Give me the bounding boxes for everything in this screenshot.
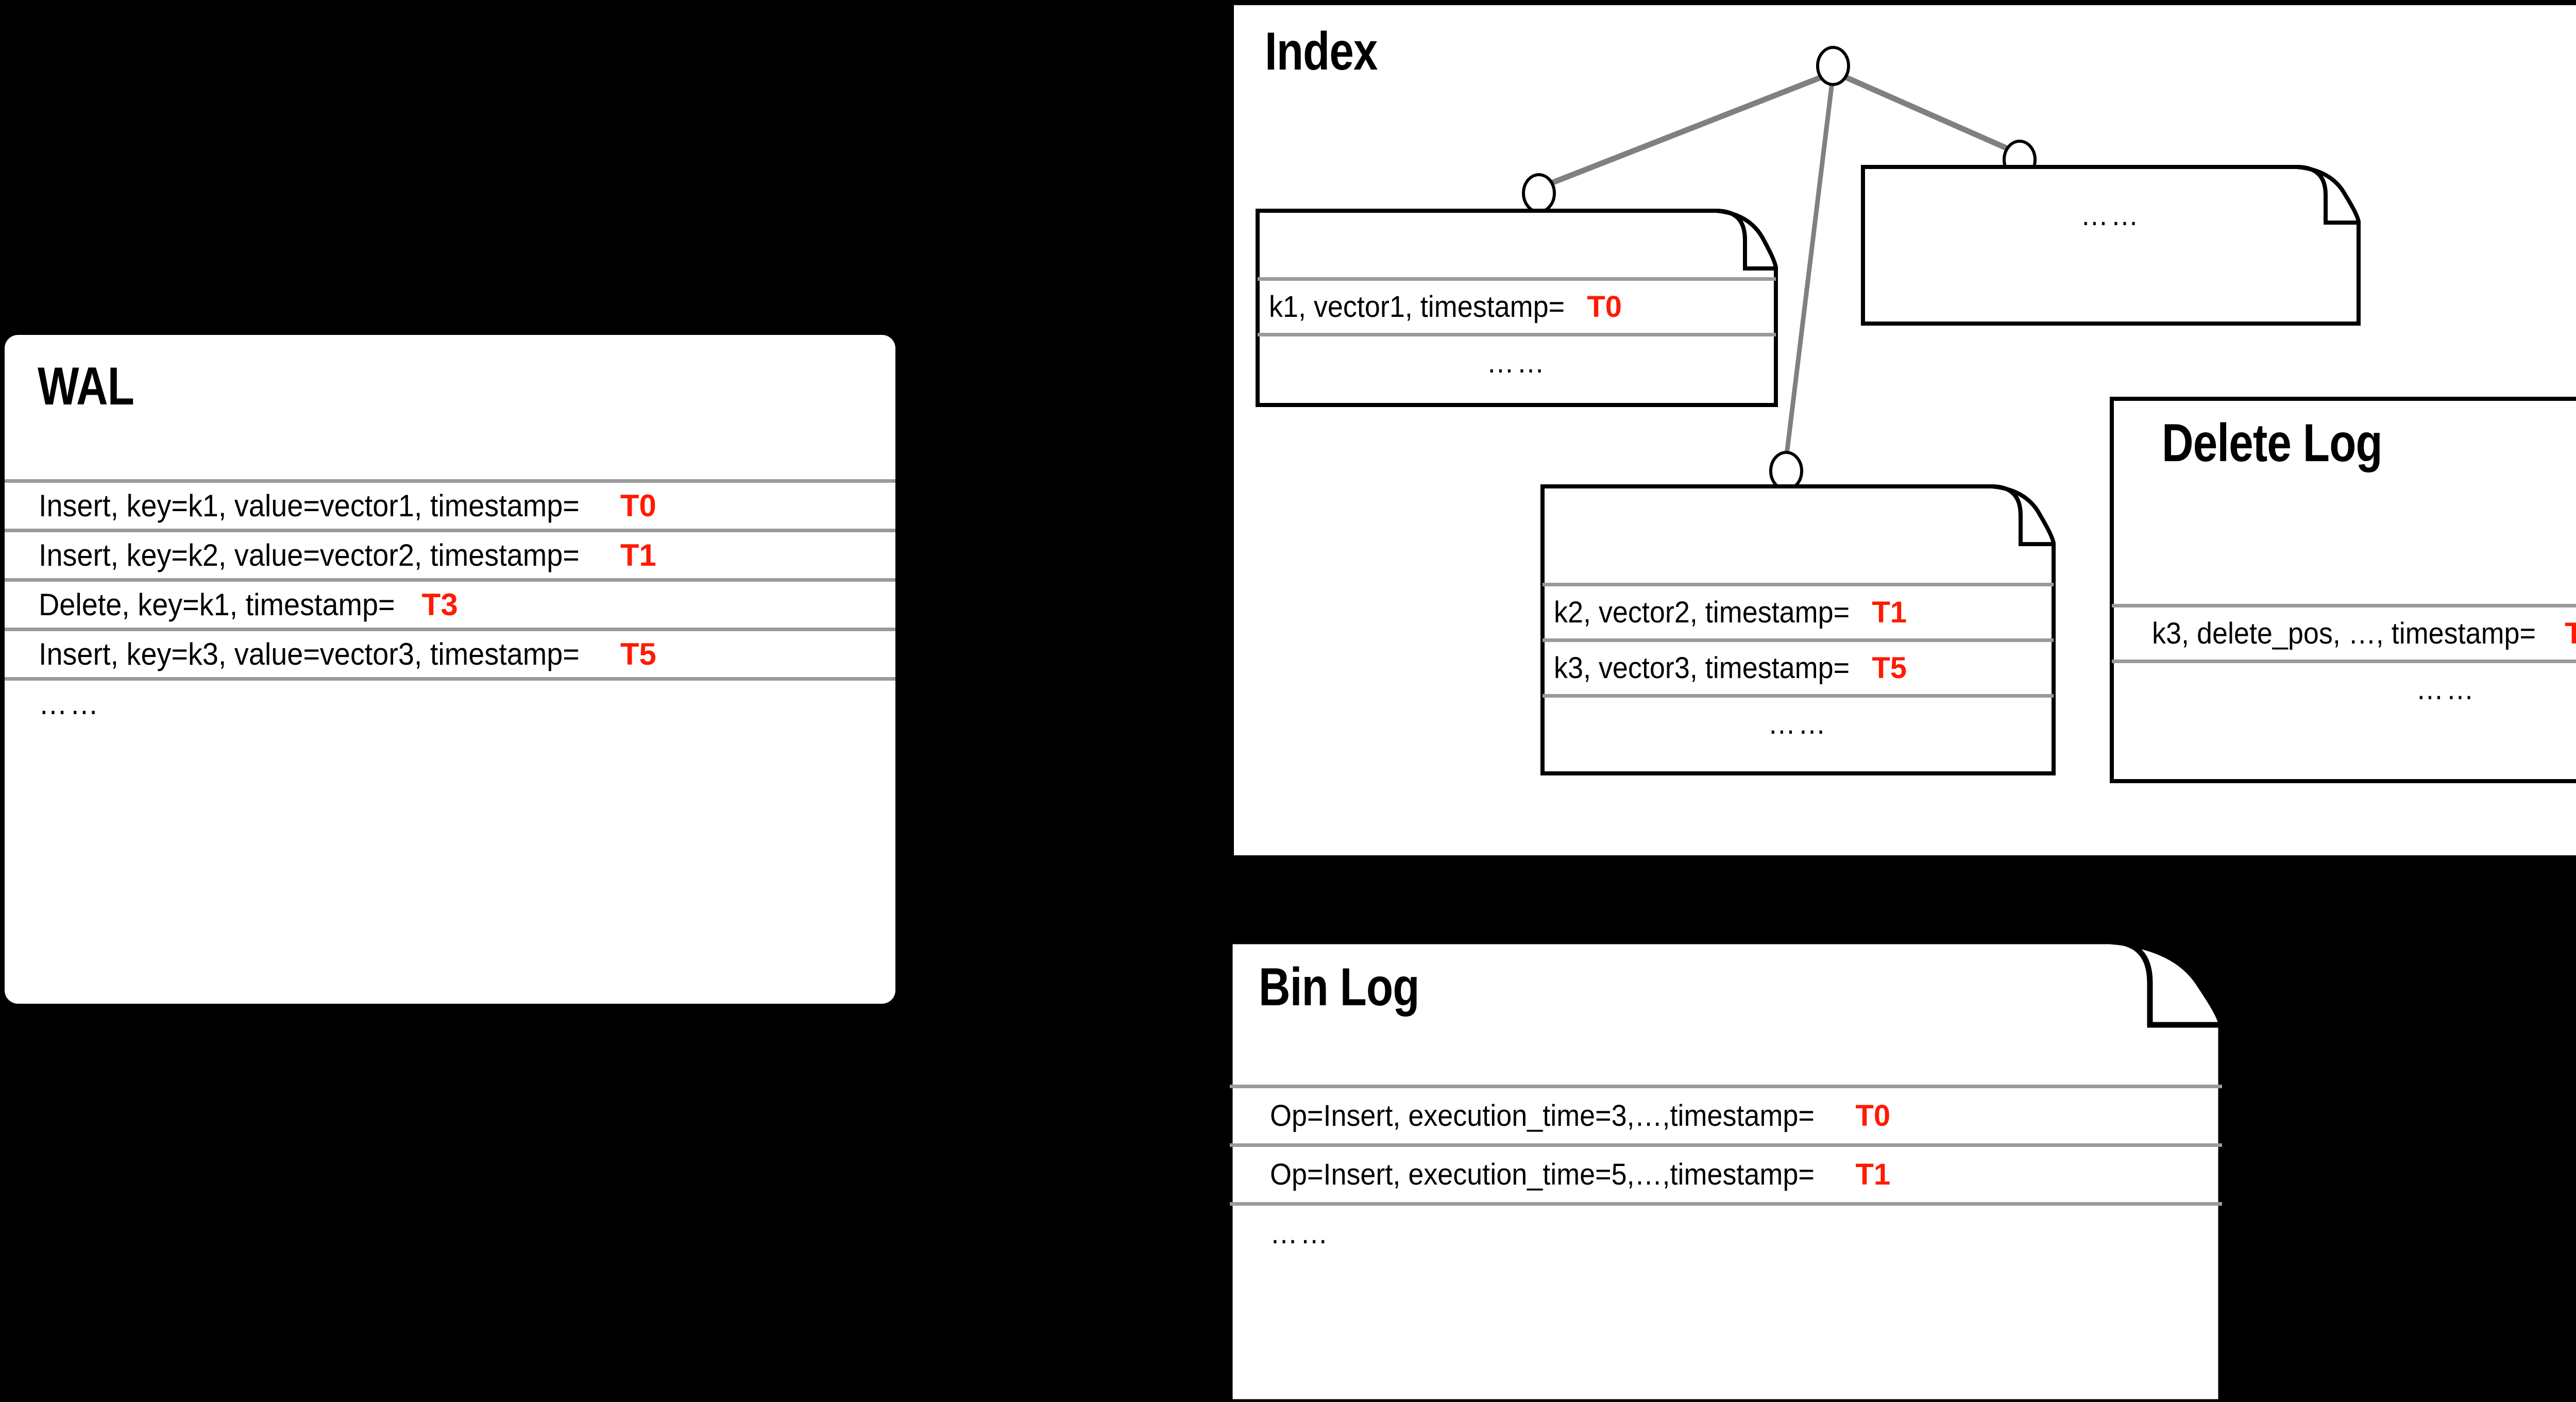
index-leaf-k1-rows: k1, vector1, timestamp= T0 …… bbox=[1258, 277, 1776, 388]
index-leaf-row: k3, vector3, timestamp= T5 bbox=[1543, 638, 2054, 694]
index-leaf-row-text: …… bbox=[1768, 707, 1828, 740]
wal-row: Insert, key=k1, value=vector1, timestamp… bbox=[5, 479, 895, 529]
index-leaf-row: …… bbox=[1863, 181, 2359, 248]
wal-row-timestamp: T3 bbox=[421, 587, 458, 622]
index-leaf-row-text: …… bbox=[1486, 346, 1547, 379]
delete-log-row: k3, delete_pos, …, timestamp= T3 bbox=[2112, 604, 2576, 660]
bin-log-row: Op=Insert, execution_time=3,…,timestamp=… bbox=[1230, 1085, 2222, 1143]
index-leaf-ellipsis-rows: …… bbox=[1863, 181, 2359, 248]
index-leaf-k1-shape bbox=[1256, 209, 1778, 407]
wal-title: WAL bbox=[38, 357, 134, 416]
delete-log-title: Delete Log bbox=[2162, 413, 2383, 473]
index-leaf-row-timestamp: T5 bbox=[1872, 651, 1907, 685]
index-leaf-row-text: …… bbox=[2080, 198, 2141, 232]
bin-log-row-text: Op=Insert, execution_time=5,…,timestamp= bbox=[1270, 1158, 1815, 1191]
bin-log-row-timestamp: T1 bbox=[1855, 1158, 1891, 1191]
index-leaf-row-timestamp: T1 bbox=[1872, 596, 1907, 629]
wal-row: Insert, key=k2, value=vector2, timestamp… bbox=[5, 529, 895, 578]
delete-log-row-timestamp: T3 bbox=[2565, 617, 2576, 650]
wal-row-timestamp: T0 bbox=[620, 488, 656, 523]
bin-log-row-text: …… bbox=[1270, 1217, 1331, 1250]
wal-row-text: …… bbox=[39, 686, 101, 721]
bin-log-row: Op=Insert, execution_time=5,…,timestamp=… bbox=[1230, 1143, 2222, 1202]
index-leaf-k2k3-rows: k2, vector2, timestamp= T1 k3, vector3, t… bbox=[1543, 583, 2054, 750]
wal-panel bbox=[5, 335, 895, 1004]
delete-log-row-text: …… bbox=[2415, 672, 2477, 706]
delete-log-row-text: k3, delete_pos, …, timestamp= bbox=[2152, 617, 2536, 650]
bin-log-row: …… bbox=[1230, 1202, 2222, 1261]
wal-row-timestamp: T5 bbox=[620, 637, 656, 671]
wal-row-text: Insert, key=k3, value=vector3, timestamp… bbox=[39, 637, 580, 671]
delete-log-rows: k3, delete_pos, …, timestamp= T3 …… bbox=[2112, 604, 2576, 715]
index-leaf-k2k3-shape bbox=[1540, 484, 2056, 775]
index-leaf-row: k1, vector1, timestamp= T0 bbox=[1258, 277, 1776, 333]
bin-log-rows: Op=Insert, execution_time=3,…,timestamp=… bbox=[1230, 1085, 2222, 1261]
index-leaf-row-text: k3, vector3, timestamp= bbox=[1554, 651, 1850, 685]
index-leaf-ellipsis-shape bbox=[1861, 165, 2361, 326]
wal-row-text: Insert, key=k2, value=vector2, timestamp… bbox=[39, 538, 580, 572]
bin-log-row-text: Op=Insert, execution_time=3,…,timestamp= bbox=[1270, 1099, 1815, 1133]
index-leaf-row-timestamp: T0 bbox=[1587, 290, 1622, 324]
wal-row-timestamp: T1 bbox=[620, 538, 656, 572]
delete-log-row: …… bbox=[2112, 660, 2576, 715]
wal-row-text: Insert, key=k1, value=vector1, timestamp… bbox=[39, 488, 580, 523]
delete-log-shape bbox=[2110, 397, 2576, 783]
bin-log-shape bbox=[1227, 938, 2225, 1402]
wal-row: Delete, key=k1, timestamp= T3 bbox=[5, 578, 895, 628]
index-leaf-row: k2, vector2, timestamp= T1 bbox=[1543, 583, 2054, 638]
wal-row-list: Insert, key=k1, value=vector1, timestamp… bbox=[5, 479, 895, 727]
bin-log-title: Bin Log bbox=[1259, 957, 1419, 1017]
index-leaf-row: …… bbox=[1543, 694, 2054, 750]
wal-row-text: Delete, key=k1, timestamp= bbox=[39, 587, 395, 622]
wal-row: Insert, key=k3, value=vector3, timestamp… bbox=[5, 628, 895, 677]
index-title: Index bbox=[1265, 22, 1378, 81]
index-leaf-row: …… bbox=[1258, 333, 1776, 388]
index-leaf-row-text: k2, vector2, timestamp= bbox=[1554, 596, 1850, 629]
wal-row: …… bbox=[5, 677, 895, 727]
index-leaf-row-text: k1, vector1, timestamp= bbox=[1269, 290, 1565, 324]
bin-log-row-timestamp: T0 bbox=[1855, 1099, 1891, 1133]
